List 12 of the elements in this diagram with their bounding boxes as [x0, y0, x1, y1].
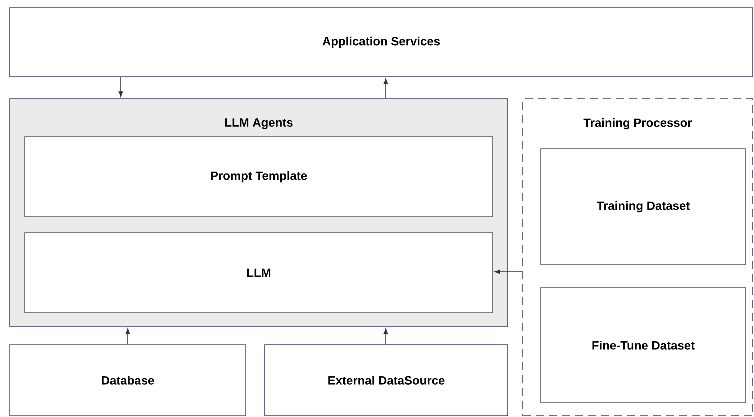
process-box: External DataSource — [264, 344, 508, 416]
process-box: Prompt Template — [24, 136, 494, 218]
arrow — [494, 270, 523, 274]
process-box: LLM — [24, 232, 494, 314]
process-box: Database — [10, 344, 246, 416]
arrow — [118, 77, 124, 98]
process-box: Training Dataset — [540, 148, 746, 266]
arrow — [384, 78, 388, 99]
arrow — [126, 328, 130, 345]
arrow — [384, 328, 388, 345]
process-box: Fine-Tune Dataset — [540, 288, 746, 404]
process-box: Application Services — [10, 8, 754, 78]
